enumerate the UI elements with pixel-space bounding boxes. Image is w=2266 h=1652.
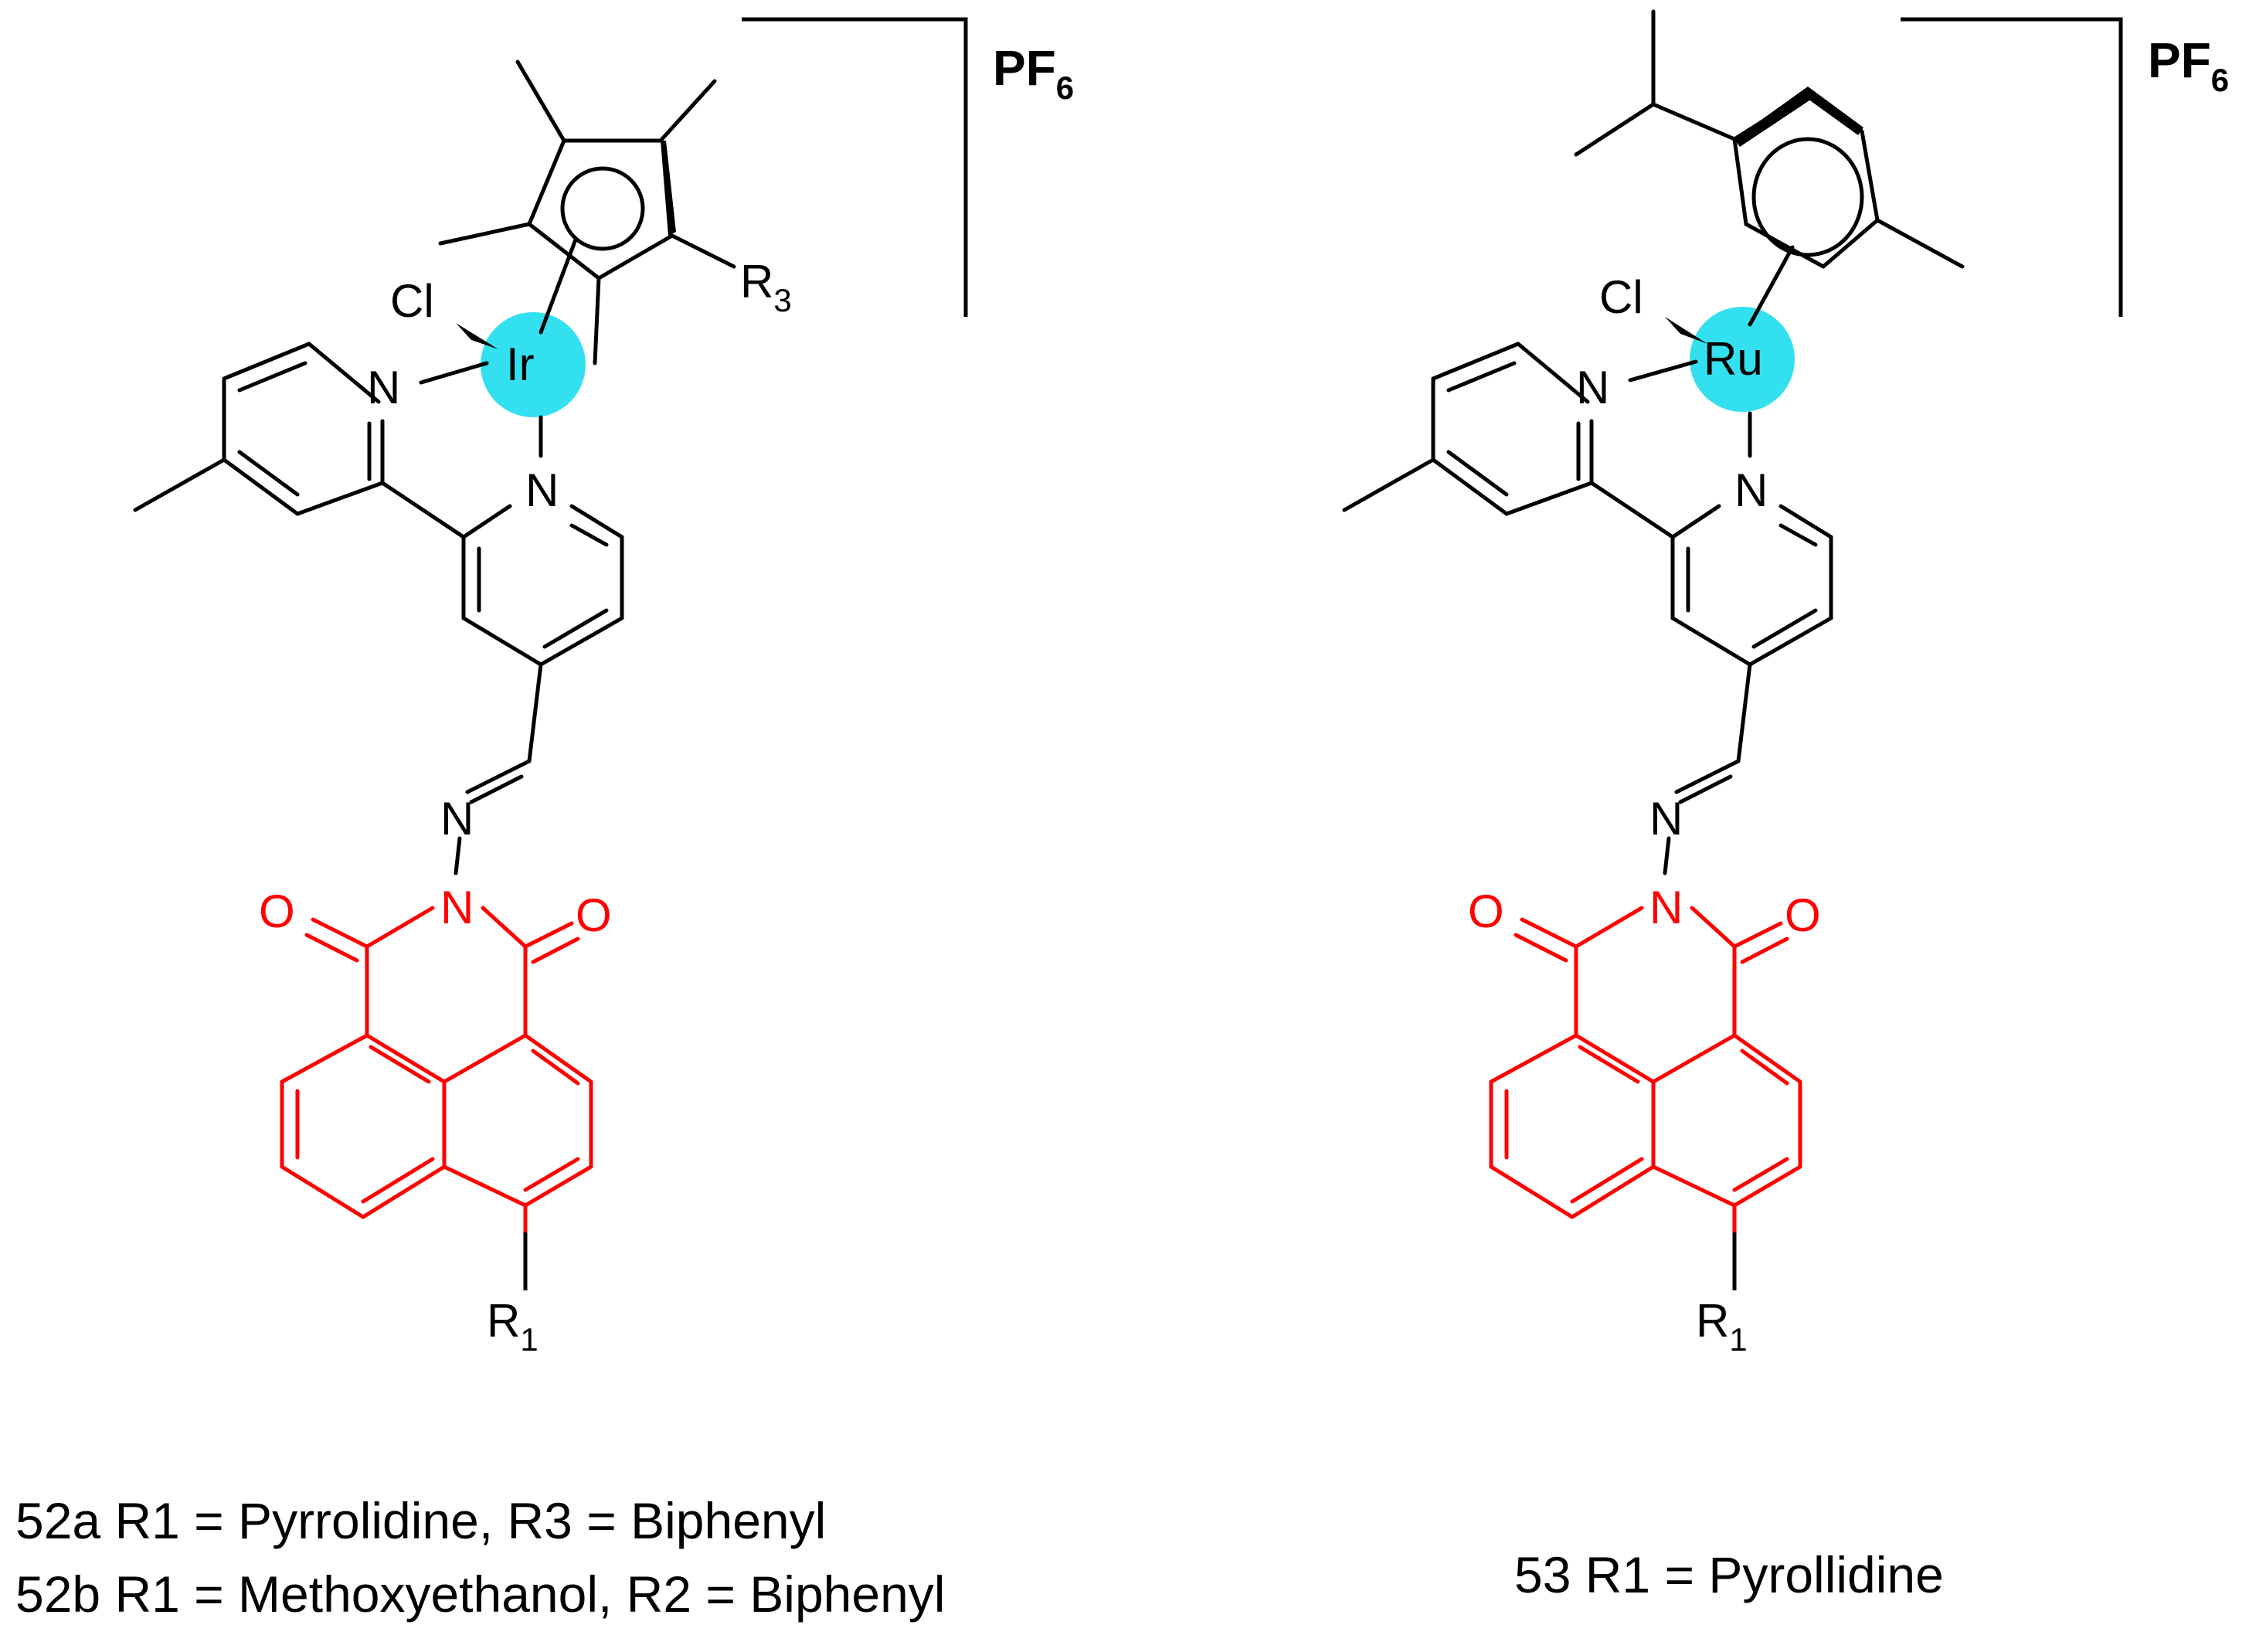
carbonyl-o-right-53: O (1785, 889, 1821, 941)
pyridine-n-lower-52: N (525, 464, 559, 516)
counterion-53: PF6 (2148, 32, 2229, 98)
chloride-label-52: Cl (390, 275, 434, 327)
pyridine-n-lower-53: N (1734, 464, 1768, 516)
caption-52b: 52b R1 = Methoxyethanol, R2 = Biphenyl (15, 1565, 946, 1623)
bracket-53 (1901, 17, 2123, 317)
bracket-52 (742, 17, 968, 317)
arene-wedge-53-right (1808, 87, 1863, 135)
substituent-r3-52: R3 (740, 256, 792, 318)
caption-53: 53 R1 = Pyrollidine (1514, 1546, 1944, 1603)
cl-wedge-52 (456, 323, 498, 349)
pyridine-n-upper-52: N (367, 362, 400, 413)
imide-n-53: N (1649, 882, 1683, 933)
substituent-r1-52: R1 (487, 1295, 538, 1358)
metal-highlight-ir (481, 312, 586, 417)
arene-wedge-53-left (1734, 87, 1812, 147)
caption-52a: 52a R1 = Pyrrolidine, R3 = Biphenyl (15, 1492, 827, 1549)
metal-label-ru: Ru (1704, 333, 1763, 385)
counterion-52: PF6 (993, 40, 1074, 106)
complex-52: PF6 (133, 17, 1074, 1358)
metal-label-ir: Ir (506, 338, 535, 390)
imine-n-53: N (1649, 793, 1683, 845)
pyridine-n-upper-53: N (1576, 362, 1609, 413)
metal-highlight-ru (1690, 307, 1795, 412)
chloride-label-53: Cl (1599, 271, 1643, 323)
carbonyl-o-left-53: O (1468, 885, 1504, 937)
imine-n-52: N (440, 793, 474, 845)
cl-wedge-53 (1665, 317, 1707, 344)
carbonyl-o-right-52: O (576, 889, 612, 941)
complex-53: PF6 (1342, 9, 2229, 1358)
substituent-r1-53: R1 (1696, 1295, 1748, 1358)
cp-wedge-52 (661, 141, 676, 236)
carbonyl-o-left-52: O (259, 885, 295, 937)
imide-n-52: N (440, 882, 474, 933)
